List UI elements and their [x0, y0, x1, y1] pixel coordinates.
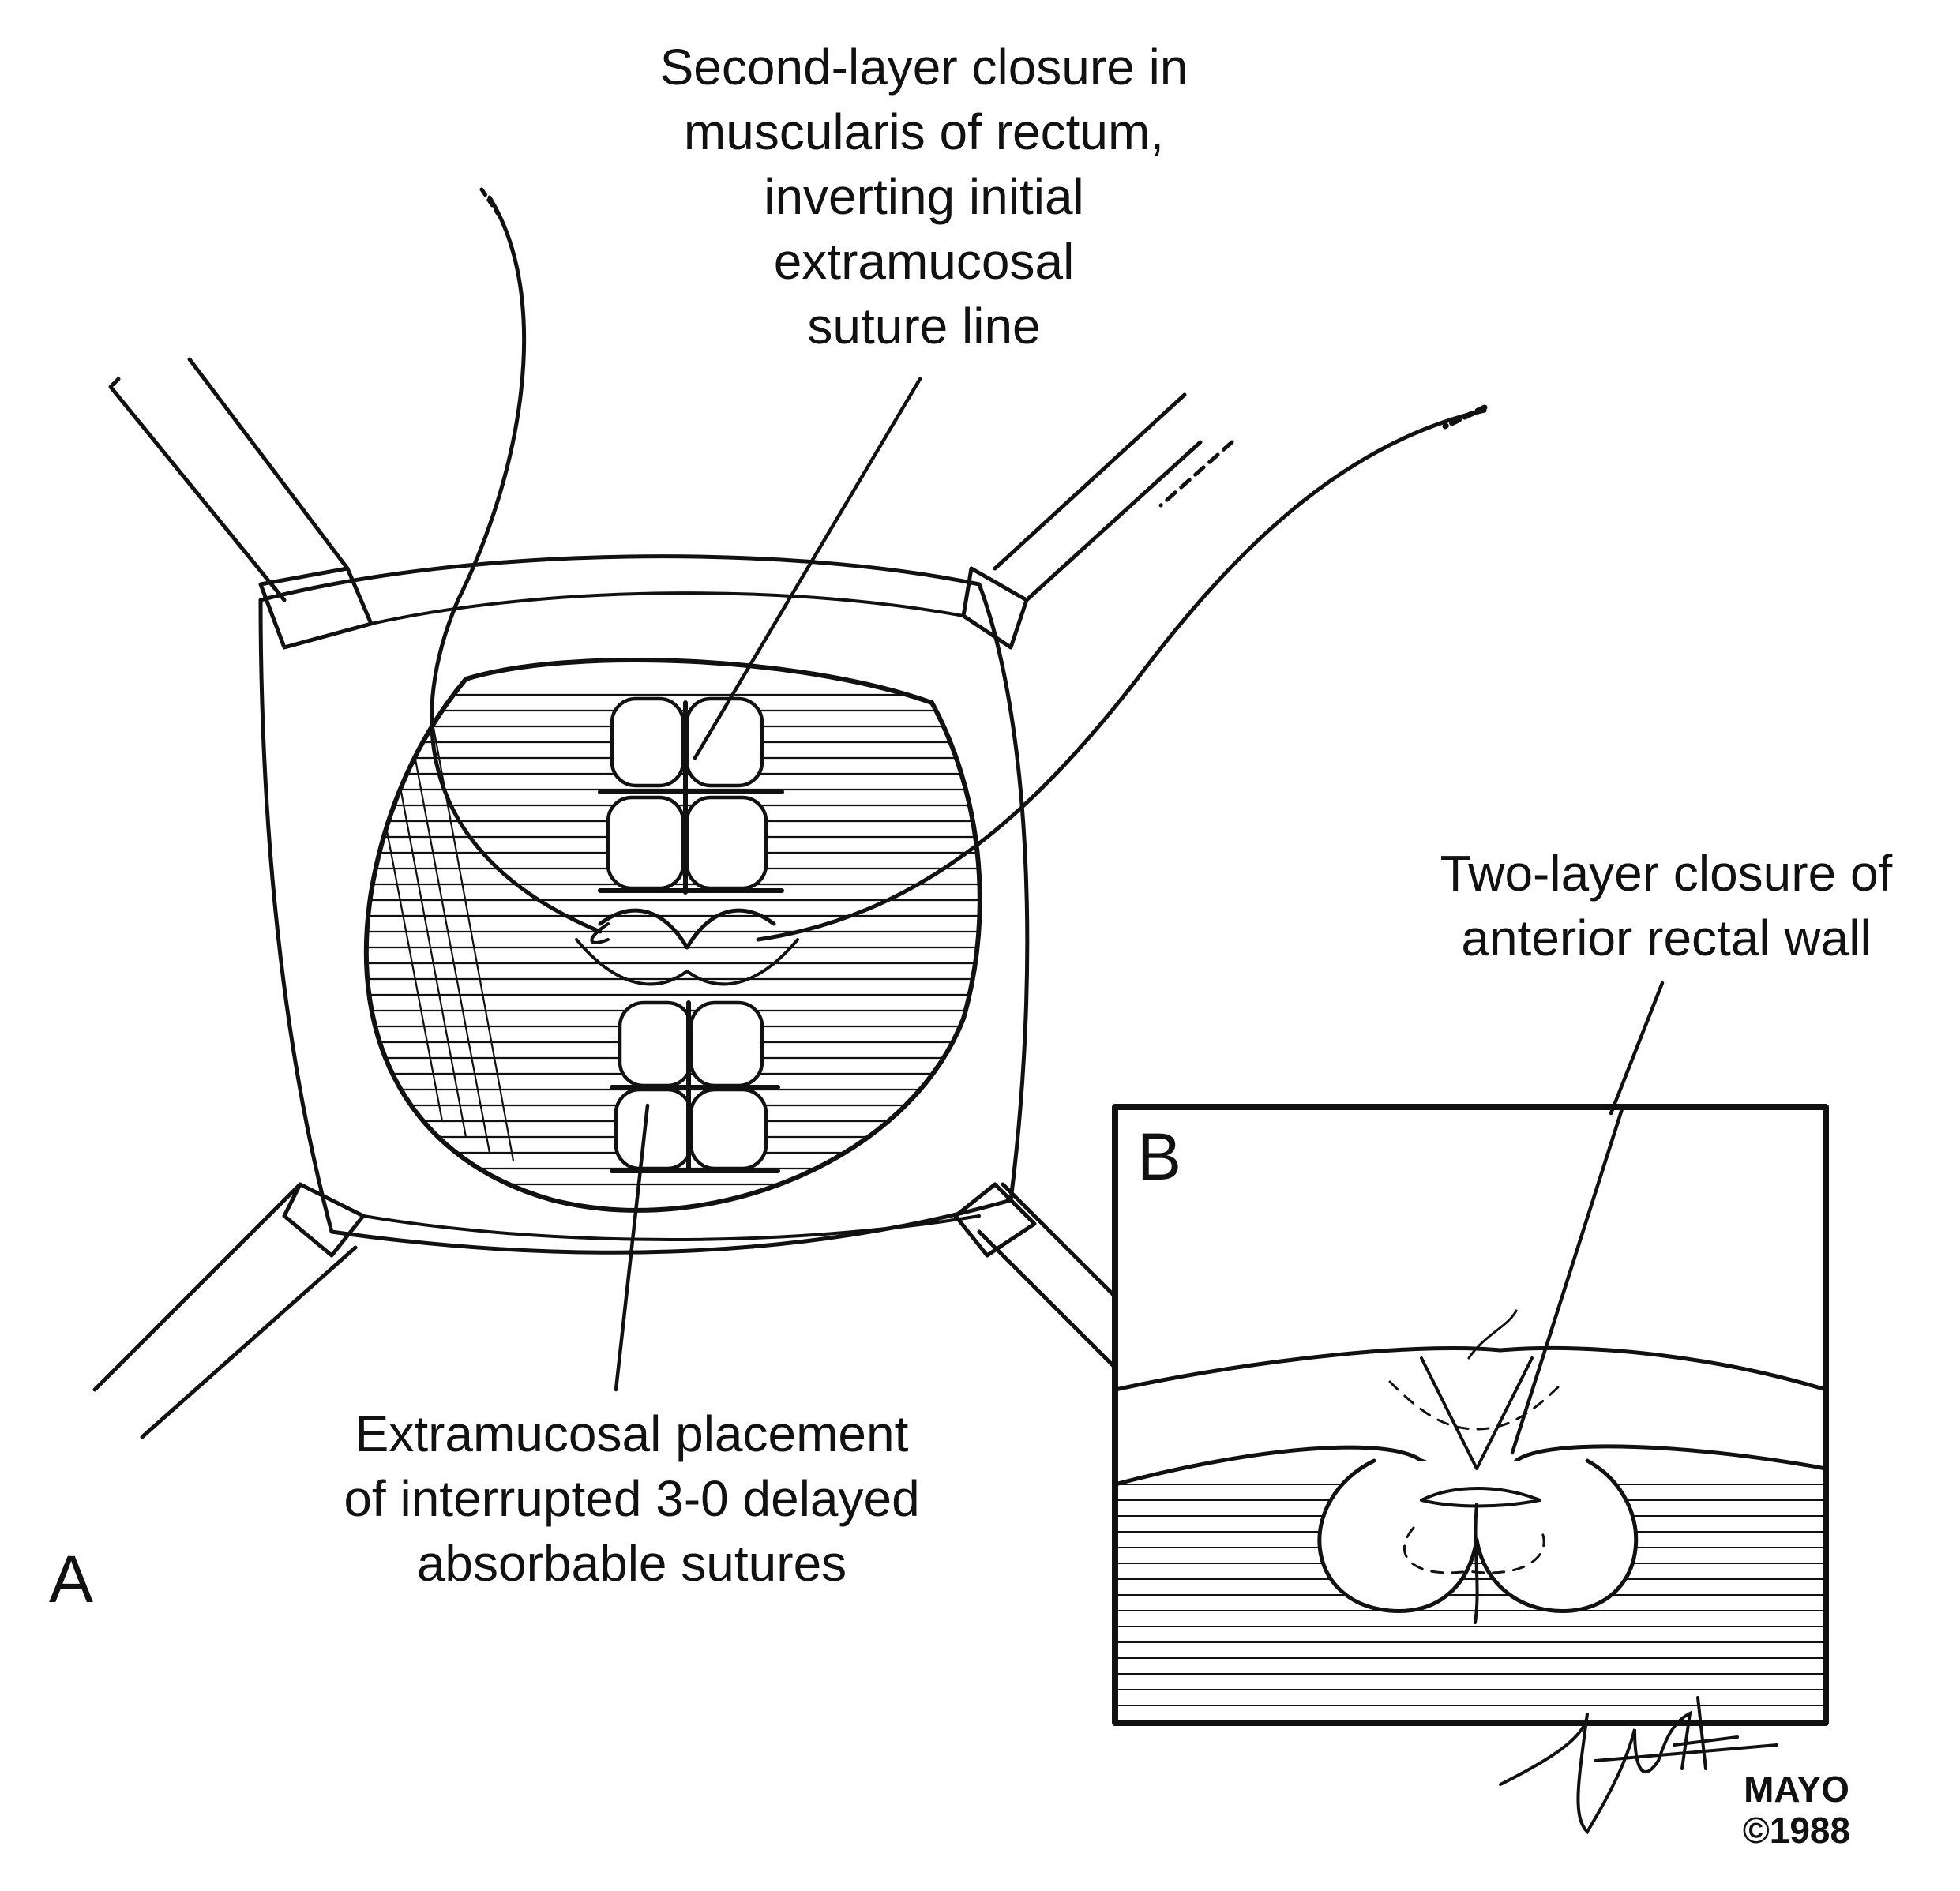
leader-line-inset [1510, 1107, 1625, 1455]
callout-line: Two-layer closure of [1440, 845, 1893, 902]
callout-line: Extramucosal placement [355, 1405, 909, 1462]
suture-strand-left [430, 195, 603, 934]
callout-line: extramucosal [773, 233, 1075, 290]
leader-line-bottom [614, 1103, 650, 1392]
credit-year: ©1988 [1742, 1810, 1851, 1851]
inset-panel [1112, 981, 1829, 1726]
muscle-striations [366, 693, 980, 1186]
callout-line: of interrupted 3-0 delayed [344, 1470, 920, 1527]
panel-label-b: B [1137, 1120, 1182, 1194]
callout-line: suture line [807, 298, 1041, 355]
operative-field [92, 187, 1488, 1439]
credit-org: MAYO [1744, 1769, 1849, 1810]
panel-label-a: A [49, 1542, 94, 1616]
callout-line: inverting initial [764, 168, 1084, 225]
inset-frame [1112, 1104, 1829, 1726]
suture-strand-right [756, 408, 1487, 942]
callout-line: muscularis of rectum, [683, 103, 1165, 160]
retracted-wound-edge [258, 554, 1030, 1255]
callout-line: Second-layer closure in [659, 39, 1188, 96]
callout-line: anterior rectal wall [1461, 910, 1872, 966]
callout-two-layer-closure: Two-layer closure of anterior rectal wal… [1390, 841, 1943, 970]
inset-wall-band [1115, 1345, 1826, 1392]
credit-block: MAYO ©1988 [1718, 1769, 1876, 1851]
rectal-wall-outline [363, 658, 982, 1213]
callout-second-layer-closure: Second-layer closure in muscularis of re… [616, 35, 1232, 358]
leader-line-top [693, 377, 922, 760]
artist-signature [1499, 1696, 1778, 1835]
suture-ties [598, 700, 784, 1173]
callout-line: absorbable sutures [416, 1535, 847, 1592]
retractor-blades [92, 357, 1234, 1439]
callout-extramucosal-placement: Extramucosal placement of interrupted 3-… [292, 1401, 971, 1596]
